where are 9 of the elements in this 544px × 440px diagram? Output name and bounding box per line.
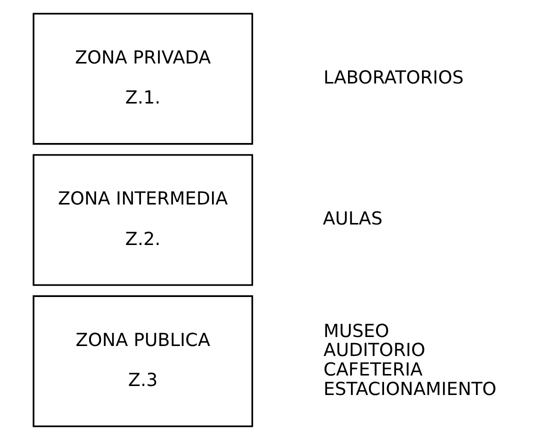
node-label: AUDITORIO	[324, 340, 426, 362]
node-label: CAFETERIA	[324, 360, 423, 381]
node-label: ESTACIONAMIENTO	[324, 378, 496, 400]
node-label: LABORATORIOS	[324, 68, 464, 88]
node-box: ZONA INTERMEDIA Z.2.	[32, 154, 254, 286]
node-box: ZONA PUBLICA Z.3	[32, 295, 254, 428]
node-box: ZONA PRIVADA Z.1.	[32, 12, 254, 145]
node-label: AULAS	[322, 208, 382, 230]
node-label: MUSEO	[324, 320, 390, 342]
